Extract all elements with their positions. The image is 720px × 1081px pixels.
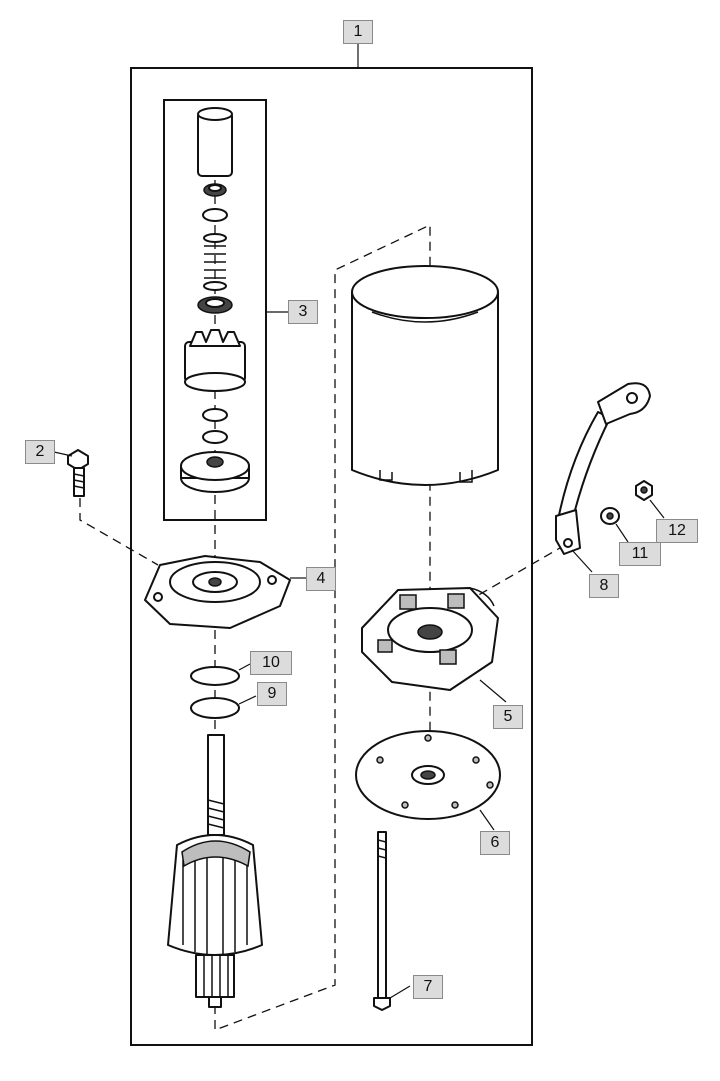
callout-1[interactable]: 1 (343, 20, 373, 44)
drive-sleeve (197, 107, 233, 177)
callout-8[interactable]: 8 (589, 574, 619, 598)
callout-10[interactable]: 10 (250, 651, 292, 675)
pinion-gear (184, 329, 246, 392)
drive-washer-mid (202, 408, 228, 422)
drive-washer-low (202, 430, 228, 444)
callout-6[interactable]: 6 (480, 831, 510, 855)
callout-4[interactable]: 4 (306, 567, 336, 591)
callout-5[interactable]: 5 (493, 705, 523, 729)
callout-2-leader (53, 451, 73, 457)
field-frame (351, 265, 499, 486)
callout-5-leader (479, 679, 507, 703)
mounting-bolt (67, 449, 89, 497)
callout-6-leader (479, 809, 495, 831)
spacer-washer (190, 697, 240, 719)
brush-holder-assembly (361, 587, 499, 691)
spring-retainer (197, 296, 233, 314)
callout-9-leader (238, 695, 257, 705)
drive-end-housing (144, 555, 291, 629)
callout-2[interactable]: 2 (25, 440, 55, 464)
thrust-washer (190, 666, 240, 686)
hex-nut (635, 480, 653, 501)
anti-drift-spring (203, 233, 227, 291)
callout-11[interactable]: 11 (619, 542, 661, 566)
drive-stop-collar (180, 451, 250, 493)
callout-12[interactable]: 12 (656, 519, 698, 543)
callout-8-leader (571, 549, 593, 573)
commutator-end-plate (355, 730, 501, 820)
callout-7[interactable]: 7 (413, 975, 443, 999)
callout-11-leader (615, 523, 629, 543)
through-bolt (373, 831, 391, 1011)
callout-3[interactable]: 3 (288, 300, 318, 324)
callout-10-leader (238, 663, 251, 671)
lock-washer (600, 507, 620, 525)
drive-washer-top (202, 208, 228, 222)
armature (167, 734, 263, 1008)
strap-centerline (469, 544, 566, 601)
callout-7-leader (389, 985, 411, 999)
bolt-axis-centerline (79, 498, 159, 566)
assembly-frame (130, 67, 533, 1046)
callout-9[interactable]: 9 (257, 682, 287, 706)
drive-nut (203, 183, 227, 197)
drive-kit-box (163, 99, 267, 521)
terminal-strap (555, 382, 651, 555)
callout-12-leader (649, 499, 665, 519)
